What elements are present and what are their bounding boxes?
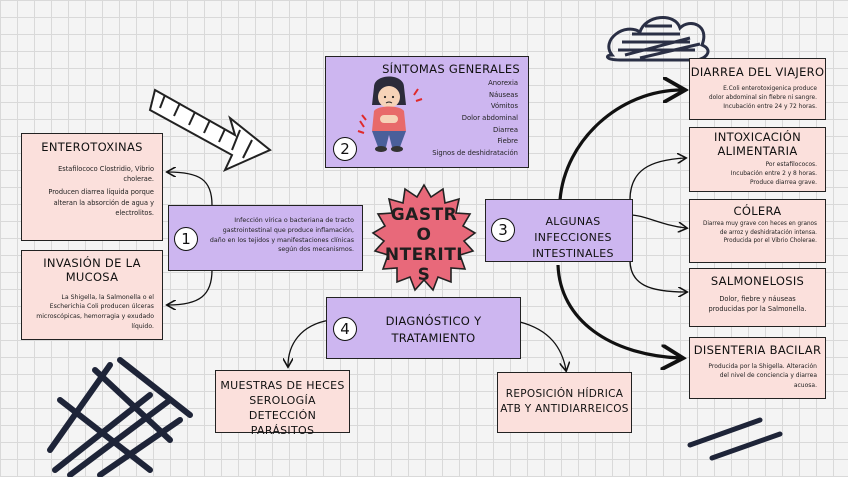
colera-text2: Producida por el Vibrio Cholerae. <box>723 238 817 245</box>
diarrea-viajero-box: DIARREA DEL VIAJERO E.Coli enterotoxigen… <box>689 58 826 120</box>
sintomas-title: SÍNTOMAS GENERALES <box>382 62 520 76</box>
sick-person-icon <box>357 76 423 152</box>
colera-title: CÓLERA <box>733 204 782 218</box>
reposicion-box: REPOSICIÓN HÍDRICA ATB Y ANTIDIARREICOS <box>497 372 632 433</box>
sintomas-box: SÍNTOMAS GENERALES Anorexia Náuseas Vómi… <box>325 56 529 168</box>
infeccion-text: Infección vírica o bacteriana de tracto … <box>209 217 354 254</box>
sintoma-item: Diarrea <box>493 125 518 134</box>
muestras-line: SEROLOGÍA <box>249 393 316 407</box>
sintoma-item: Fiebre <box>497 137 518 146</box>
sintoma-item: Náuseas <box>489 90 518 99</box>
salmonelosis-text: Dolor, fiebre y náuseas producidas por l… <box>708 295 807 314</box>
sintoma-item: Anorexia <box>488 79 518 87</box>
infeccion-box: 1 Infección vírica o bacteriana de tract… <box>168 205 363 271</box>
intoxicacion-line: Por estafilococos. <box>765 161 817 168</box>
step-number-1: 1 <box>174 227 198 251</box>
reposicion-lines: REPOSICIÓN HÍDRICA ATB Y ANTIDIARREICOS <box>498 387 631 417</box>
center-title: GASTRO NTERITI S <box>384 205 464 286</box>
diarrea-viajero-text: E.Coli enterotoxigenica produce dolor ab… <box>708 86 817 111</box>
diarrea-viajero-title: DIARREA DEL VIAJERO <box>690 65 825 79</box>
intoxicacion-box: INTOXICACIÓN ALIMENTARIA Por estafilococ… <box>689 127 826 192</box>
infecciones-box: 3 ALGUNAS INFECCIONES INTESTINALES <box>485 199 633 262</box>
step-number-4: 4 <box>333 317 357 341</box>
salmonelosis-box: SALMONELOSIS Dolor, fiebre y náuseas pro… <box>689 268 826 327</box>
connector-viajero <box>558 90 682 201</box>
muestras-line: DETECCIÓN PARÁSITOS <box>248 408 317 437</box>
colera-text: Diarrea muy grave con heces en granos de… <box>702 221 817 236</box>
sintoma-item: Dolor abdominal <box>461 114 518 123</box>
connector-reposicion <box>519 321 566 370</box>
scribble-cloud-icon <box>606 15 710 62</box>
connector-salmonelosis <box>629 259 686 292</box>
sintoma-item: Vómitos <box>490 102 518 111</box>
sintomas-list: Anorexia Náuseas Vómitos Dolor abdominal… <box>432 78 518 160</box>
invasion-box: INVASIÓN DE LA MUCOSA La Shigella, la Sa… <box>21 250 163 340</box>
enterotoxinas-box: ENTEROTOXINAS Estafilococo Clostridio, V… <box>21 133 163 241</box>
invasion-title: INVASIÓN DE LA MUCOSA <box>43 256 141 285</box>
intoxicacion-lines: Por estafilococos. Incubación entre 2 y … <box>698 161 817 188</box>
disenteria-text: Producida por la Shigella. Alteración de… <box>708 363 817 389</box>
diagnostico-box: 4 DIAGNÓSTICO Y TRATAMIENTO <box>326 297 521 359</box>
diagnostico-title: DIAGNÓSTICO Y TRATAMIENTO <box>385 314 482 345</box>
muestras-box: MUESTRAS DE HECES SEROLOGÍA DETECCIÓN PA… <box>215 370 350 437</box>
muestras-lines: MUESTRAS DE HECES SEROLOGÍA DETECCIÓN PA… <box>216 379 349 438</box>
center-starburst <box>371 183 477 292</box>
connector-enterotoxinas <box>168 172 213 206</box>
enterotoxinas-title: ENTEROTOXINAS <box>41 140 143 154</box>
invasion-text: La Shigella, la Salmonella o el Escheric… <box>36 293 154 330</box>
connector-muestras <box>288 319 331 366</box>
intoxicacion-title: INTOXICACIÓN ALIMENTARIA <box>714 130 801 158</box>
enterotoxinas-text2: Producen diarrea líquida porque alteran … <box>48 188 154 217</box>
scribble-lines-icon <box>47 357 193 477</box>
connector-intoxicacion <box>629 158 685 201</box>
hatched-arrow-icon <box>148 88 272 172</box>
enterotoxinas-text1: Estafilococo Clostridio, Vibrio cholerae… <box>58 165 154 184</box>
step-number-3: 3 <box>491 218 515 242</box>
reposicion-line: REPOSICIÓN HÍDRICA <box>505 388 624 400</box>
intoxicacion-line: Produce diarrea grave. <box>749 179 817 186</box>
connector-colera <box>629 214 686 228</box>
dash-lines-icon <box>687 417 783 461</box>
salmonelosis-title: SALMONELOSIS <box>710 274 805 288</box>
reposicion-line: ATB Y ANTIDIARREICOS <box>500 403 629 416</box>
step-number-2: 2 <box>333 137 357 161</box>
muestras-line: MUESTRAS DE HECES <box>220 379 345 392</box>
disenteria-box: DISENTERIA BACILAR Producida por la Shig… <box>689 337 826 399</box>
sintoma-item: Signos de deshidratación <box>432 149 518 158</box>
infecciones-title: ALGUNAS INFECCIONES INTESTINALES <box>532 215 614 260</box>
connector-disenteria <box>556 264 680 358</box>
intoxicacion-line: Incubación entre 2 y 8 horas. <box>730 170 817 177</box>
colera-box: CÓLERA Diarrea muy grave con heces en gr… <box>689 199 826 263</box>
connector-invasion <box>168 269 213 305</box>
disenteria-title: DISENTERIA BACILAR <box>693 343 822 357</box>
